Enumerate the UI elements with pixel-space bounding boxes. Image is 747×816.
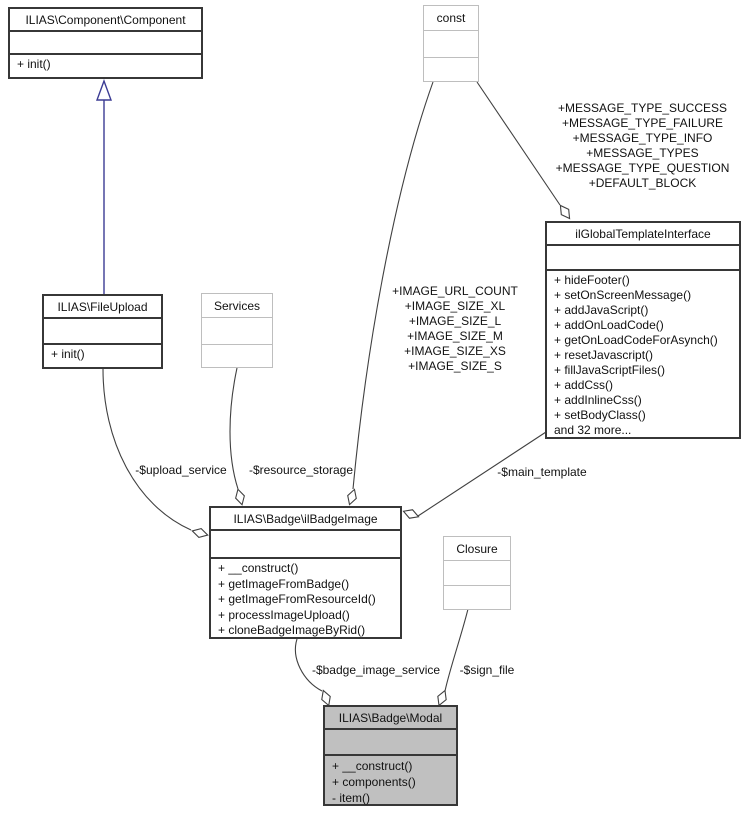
const-line: +IMAGE_SIZE_XL	[404, 299, 506, 313]
class-title: ILIAS\Component\Component	[10, 9, 201, 32]
method-label: + processImageUpload()	[218, 607, 350, 622]
class-attributes	[325, 730, 456, 756]
edge-main-template	[417, 431, 547, 517]
const-line: +IMAGE_SIZE_L	[408, 314, 502, 328]
class-node-ilias-badge-modal: ILIAS\Badge\Modal + __construct() + compo…	[323, 705, 458, 806]
method-label: + addCss()	[554, 378, 614, 392]
class-node-services: Services	[201, 293, 273, 368]
method-label: + components()	[332, 775, 416, 789]
class-methods	[202, 345, 272, 347]
edge-message-consts	[476, 81, 561, 206]
class-methods: + __construct() + components() - item()	[325, 756, 456, 806]
aggregation-diamond-icon	[402, 509, 420, 519]
class-attributes	[10, 32, 201, 55]
class-methods: + init()	[10, 55, 201, 73]
aggregation-diamond-icon	[235, 488, 245, 506]
aggregation-diamond-icon	[559, 204, 571, 220]
edge-label-sign-file: -$sign_file	[459, 663, 515, 677]
edge-label-upload-service: -$upload_service	[135, 463, 227, 477]
const-line: +DEFAULT_BLOCK	[588, 176, 697, 190]
edge-badge-image-service	[294, 638, 323, 692]
class-node-ilias-badge-ilbadgeimage[interactable]: ILIAS\Badge\ilBadgeImage + __construct()…	[209, 506, 402, 639]
aggregation-diamond-icon	[321, 689, 331, 707]
method-label: + setBodyClass()	[554, 408, 646, 422]
const-image-sizes-label: +IMAGE_URL_COUNT+IMAGE_SIZE_XL+IMAGE_SIZ…	[386, 284, 524, 374]
method-label: + getOnLoadCodeForAsynch()	[554, 333, 718, 347]
class-attributes	[211, 531, 400, 559]
const-line: +MESSAGE_TYPE_INFO	[572, 131, 713, 145]
class-attributes	[44, 319, 161, 345]
class-title: Services	[202, 294, 272, 318]
class-methods	[424, 58, 478, 60]
const-line: +MESSAGE_TYPE_SUCCESS	[557, 101, 728, 115]
method-label: + fillJavaScriptFiles()	[554, 363, 666, 377]
method-label: + resetJavascript()	[554, 348, 654, 362]
class-node-const: const	[423, 5, 479, 82]
method-label: + __construct()	[218, 561, 299, 575]
class-attributes	[202, 318, 272, 345]
method-label: + getImageFromBadge()	[218, 576, 350, 591]
const-line: +MESSAGE_TYPES	[586, 146, 699, 160]
edge-image-consts	[352, 81, 434, 490]
class-methods: + hideFooter()+ setOnScreenMessage()+ ad…	[547, 271, 739, 438]
class-attributes	[424, 31, 478, 58]
class-title: Closure	[444, 537, 510, 561]
edge-label-main-template: -$main_template	[497, 465, 587, 479]
const-line: +MESSAGE_TYPE_QUESTION	[555, 161, 730, 175]
method-label: and 32 more...	[554, 423, 632, 437]
method-label: + init()	[51, 347, 85, 361]
class-methods: + __construct()+ getImageFromBadge()+ ge…	[211, 559, 400, 639]
class-title: ilGlobalTemplateInterface	[547, 223, 739, 246]
method-label: + getImageFromResourceId()	[218, 592, 376, 606]
const-line: +IMAGE_SIZE_XS	[404, 344, 506, 358]
method-label: + hideFooter()	[554, 273, 630, 287]
const-line: +IMAGE_SIZE_S	[408, 359, 502, 373]
edge-sign-file	[444, 608, 469, 692]
class-methods	[444, 586, 510, 588]
method-label: + addOnLoadCode()	[554, 318, 664, 332]
method-label: + cloneBadgeImageByRid()	[218, 623, 366, 637]
class-attributes	[444, 561, 510, 586]
class-node-ilias-fileupload[interactable]: ILIAS\FileUpload + init()	[42, 294, 163, 369]
method-label: + addJavaScript()	[554, 303, 649, 317]
method-label: + setOnScreenMessage()	[554, 288, 692, 302]
class-methods: + init()	[44, 345, 161, 363]
class-node-ilglobaltemplateinterface[interactable]: ilGlobalTemplateInterface + hideFooter()…	[545, 221, 741, 439]
aggregation-diamond-icon	[437, 689, 447, 707]
inheritance-triangle-icon	[95, 78, 113, 101]
edge-label-resource-storage: -$resource_storage	[248, 463, 354, 477]
class-title: ILIAS\Badge\Modal	[325, 707, 456, 730]
aggregation-diamond-icon	[347, 488, 357, 506]
const-message-types-label: +MESSAGE_TYPE_SUCCESS+MESSAGE_TYPE_FAILU…	[540, 101, 745, 191]
method-label: + init()	[17, 57, 51, 71]
edge-resource-storage	[229, 367, 239, 490]
class-title: const	[424, 6, 478, 31]
class-attributes	[547, 246, 739, 271]
class-node-ilias-component-component[interactable]: ILIAS\Component\Component + init()	[8, 7, 203, 79]
class-title: ILIAS\FileUpload	[44, 296, 161, 319]
edge-label-badge-image-service: -$badge_image_service	[311, 663, 441, 677]
const-line: +IMAGE_SIZE_M	[407, 329, 503, 343]
method-label: + __construct()	[332, 759, 413, 773]
const-line: +MESSAGE_TYPE_FAILURE	[561, 116, 724, 130]
method-label: - item()	[332, 791, 370, 805]
const-line: +IMAGE_URL_COUNT	[392, 284, 518, 298]
edge-upload-service	[102, 368, 192, 531]
class-node-closure: Closure	[443, 536, 511, 610]
method-label: + addInlineCss()	[554, 393, 642, 407]
class-title: ILIAS\Badge\ilBadgeImage	[211, 508, 400, 531]
aggregation-diamond-icon	[191, 528, 209, 538]
